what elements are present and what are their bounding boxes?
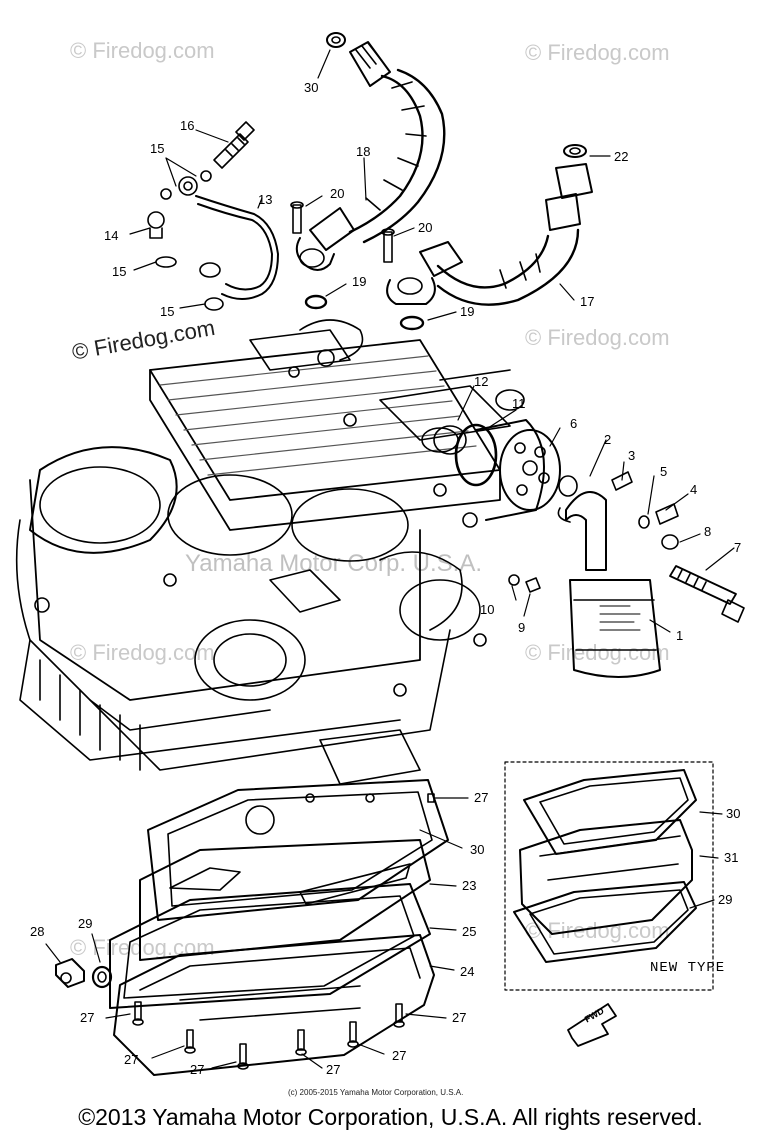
- oil-hose-18: [295, 32, 446, 271]
- callout-27f: 27: [452, 1010, 466, 1025]
- callout-16: 16: [180, 118, 194, 133]
- oil-line-13: [147, 121, 279, 311]
- callout-12: 12: [474, 374, 488, 389]
- new-type-label: NEW TYPE: [650, 960, 726, 976]
- callout-15a: 15: [150, 141, 164, 156]
- callout-7: 7: [734, 540, 741, 555]
- callout-3: 3: [628, 448, 635, 463]
- callout-19a: 19: [352, 274, 366, 289]
- callout-2: 2: [604, 432, 611, 447]
- callout-numbers: 30 22 16 15 13 14 15 15 18 20 19 20 19 1…: [30, 80, 741, 1077]
- callout-15b: 15: [112, 264, 126, 279]
- callout-30b: 30: [726, 806, 740, 821]
- callout-18: 18: [356, 144, 370, 159]
- watermark-mid-right: © Firedog.com: [525, 325, 670, 350]
- callout-17: 17: [580, 294, 594, 309]
- callout-1: 1: [676, 628, 683, 643]
- callout-10: 10: [480, 602, 494, 617]
- oil-pan-assembly: [55, 779, 449, 1076]
- callout-31: 31: [724, 850, 738, 865]
- callout-19b: 19: [460, 304, 474, 319]
- footer-copyright: ©2013 Yamaha Motor Corporation, U.S.A. A…: [78, 1104, 703, 1130]
- callout-29: 29: [78, 916, 92, 931]
- callout-22: 30: [304, 80, 318, 95]
- oil-filter-1: [508, 471, 745, 678]
- callout-27e: 27: [392, 1048, 406, 1063]
- callout-15c: 15: [160, 304, 174, 319]
- callout-30c: 29: [718, 892, 732, 907]
- callout-9: 9: [518, 620, 525, 635]
- watermark-top-right: © Firedog.com: [525, 40, 670, 65]
- watermark-top-left: © Firedog.com: [70, 38, 215, 63]
- callout-30a: 30: [470, 842, 484, 857]
- callout-14: 14: [104, 228, 118, 243]
- union-bolts: [290, 201, 425, 331]
- oil-filter-housing-6: [433, 419, 561, 521]
- callout-25: 25: [462, 924, 476, 939]
- callout-4: 4: [690, 482, 697, 497]
- callout-6: 6: [570, 416, 577, 431]
- callout-27b: 27: [124, 1052, 138, 1067]
- callout-20a: 20: [330, 186, 344, 201]
- oil-hose-17: [386, 144, 593, 306]
- callout-27a: 27: [80, 1010, 94, 1025]
- callout-23: 23: [462, 878, 476, 893]
- callout-13: 13: [258, 192, 272, 207]
- callout-21: 22: [614, 149, 628, 164]
- fwd-arrow: [567, 1003, 617, 1047]
- callout-28: 28: [30, 924, 44, 939]
- callout-8: 8: [704, 524, 711, 539]
- leader-lines: [45, 49, 735, 1069]
- callout-20b: 20: [418, 220, 432, 235]
- callout-11: 11: [512, 396, 526, 411]
- small-copyright: (c) 2005-2015 Yamaha Motor Corporation, …: [288, 1088, 464, 1097]
- watermark-lower-right: © Firedog.com: [525, 640, 670, 665]
- watermark-lower-left: © Firedog.com: [70, 640, 215, 665]
- callout-5: 5: [660, 464, 667, 479]
- engine-block: [15, 319, 525, 785]
- callout-27c: 27: [190, 1062, 204, 1077]
- callout-27d: 27: [326, 1062, 340, 1077]
- callout-26: 27: [474, 790, 488, 805]
- callout-24: 24: [460, 964, 474, 979]
- new-type-box: [504, 761, 714, 991]
